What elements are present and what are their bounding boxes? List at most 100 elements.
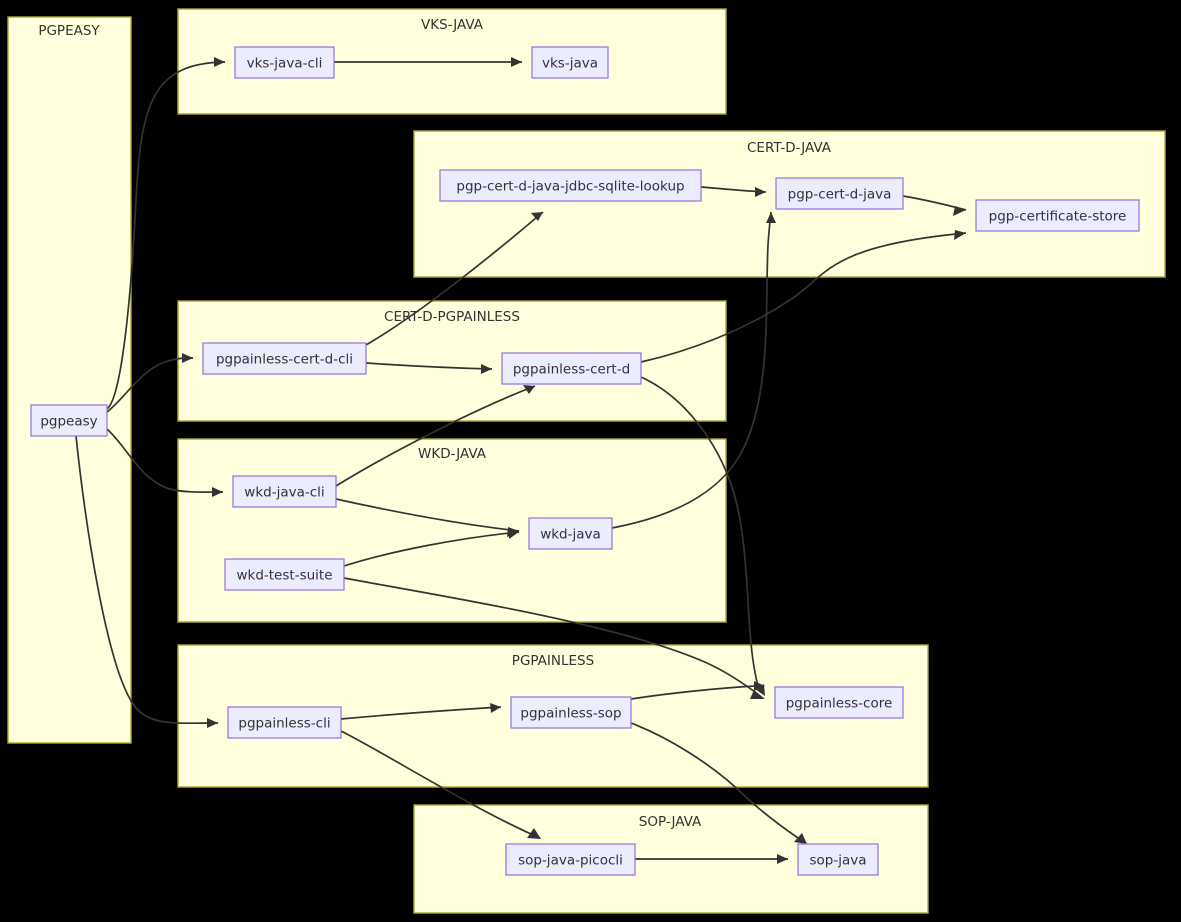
cluster-label: CERT-D-JAVA	[747, 140, 832, 156]
arrowhead-icon	[182, 353, 193, 363]
node-label: wkd-java-cli	[244, 485, 324, 501]
node-pgp_certificate_store[interactable]: pgp-certificate-store	[975, 199, 1140, 232]
edge-line	[340, 730, 532, 835]
arrowhead-icon	[212, 487, 223, 497]
arrowhead-icon	[207, 718, 218, 728]
node-pgpainless_core[interactable]: pgpainless-core	[774, 686, 904, 719]
edges-layer	[75, 57, 967, 864]
edge-wkd_test_suite-to-pgpainless_core	[343, 577, 765, 699]
node-box[interactable]	[774, 686, 904, 719]
arrowhead-icon	[954, 230, 966, 240]
node-box[interactable]	[224, 558, 345, 591]
node-box[interactable]	[775, 177, 904, 210]
node-vks_java_cli[interactable]: vks-java-cli	[234, 46, 335, 79]
node-pgpainless_cert_d[interactable]: pgpainless-cert-d	[501, 352, 642, 385]
cluster-label: PGPAINLESS	[512, 653, 594, 669]
cluster-label: WKD-JAVA	[418, 446, 487, 462]
nodes-layer: pgpeasy vks-java-cli vks-java pgp-cert-d-ja…	[30, 46, 1140, 876]
arrowhead-icon	[490, 703, 501, 713]
node-box[interactable]	[202, 342, 367, 375]
arrowhead-icon	[953, 206, 966, 216]
arrowhead-icon	[508, 529, 519, 539]
node-box[interactable]	[227, 706, 342, 739]
node-label: pgpainless-core	[786, 696, 893, 712]
edge-pgpainless_cert_d-to-pgp_certificate_store	[640, 230, 967, 363]
cluster-pgpeasy: PGPEASY	[7, 16, 132, 744]
cluster-label: PGPEASY	[38, 23, 100, 39]
node-label: pgpainless-cli	[238, 716, 330, 732]
node-pgpainless_cert_d_cli[interactable]: pgpainless-cert-d-cli	[202, 342, 367, 375]
arrowhead-icon	[794, 833, 807, 844]
edge-pgpainless_sop-to-pgpainless_core	[630, 681, 765, 700]
node-box[interactable]	[531, 46, 609, 79]
node-box[interactable]	[234, 46, 335, 79]
node-label: pgpainless-cert-d	[513, 362, 630, 378]
edge-pgp_cert_d_java-to-pgp_certificate_store	[902, 195, 967, 216]
node-box[interactable]	[439, 169, 702, 202]
node-box[interactable]	[510, 696, 632, 729]
edge-wkd_test_suite-to-wkd_java	[343, 529, 520, 567]
node-label: pgpainless-cert-d-cli	[216, 352, 353, 368]
edge-pgpeasy-to-wkd_java_cli	[106, 428, 224, 497]
edge-wkd_java-to-pgp_cert_d_java	[611, 211, 776, 529]
arrowhead-icon	[527, 828, 541, 839]
edge-pgp_cert_d_java_jdbc_sqlite_lookup-to-pgp_cert_d_java	[700, 186, 767, 197]
node-wkd_java[interactable]: wkd-java	[528, 517, 613, 550]
node-label: sop-java	[809, 853, 866, 869]
node-wkd_test_suite[interactable]: wkd-test-suite	[224, 558, 345, 591]
node-box[interactable]	[528, 517, 613, 550]
arrowhead-icon	[214, 57, 225, 67]
node-box[interactable]	[797, 843, 879, 876]
edge-line	[106, 61, 226, 410]
node-sop_java[interactable]: sop-java	[797, 843, 879, 876]
edge-wkd_java_cli-to-pgpainless_cert_d	[335, 385, 536, 487]
cluster-label: VKS-JAVA	[421, 17, 484, 33]
edge-line	[630, 685, 756, 700]
edge-line	[75, 435, 219, 725]
edge-pgpainless_cli-to-pgpainless_sop	[340, 703, 502, 720]
edge-line	[340, 706, 502, 720]
node-label: pgpainless-sop	[520, 706, 621, 722]
node-pgpainless_sop[interactable]: pgpainless-sop	[510, 696, 632, 729]
arrowhead-icon	[750, 690, 765, 699]
node-pgp_cert_d_java_jdbc_sqlite_lookup[interactable]: pgp-cert-d-java-jdbc-sqlite-lookup	[439, 169, 702, 202]
edge-line	[640, 232, 967, 363]
edge-line	[343, 531, 520, 567]
arrowhead-icon	[755, 187, 766, 197]
node-box[interactable]	[505, 843, 636, 876]
edge-pgpeasy-to-vks_java_cli	[106, 57, 226, 410]
arrowhead-icon	[531, 212, 543, 221]
arrowhead-icon	[481, 364, 492, 374]
node-label: vks-java	[542, 56, 598, 72]
edge-pgpeasy-to-pgpainless_cli	[75, 435, 219, 728]
node-box[interactable]	[232, 475, 337, 508]
node-pgpeasy[interactable]: pgpeasy	[30, 404, 108, 437]
edge-vks_java_cli-to-vks_java	[334, 57, 522, 67]
node-pgpainless_cli[interactable]: pgpainless-cli	[227, 706, 342, 739]
edge-pgpeasy-to-pgpainless_cert_d_cli	[106, 353, 194, 413]
node-pgp_cert_d_java[interactable]: pgp-cert-d-java	[775, 177, 904, 210]
arrowhead-icon	[766, 212, 776, 223]
node-label: wkd-java	[540, 527, 601, 543]
node-box[interactable]	[30, 404, 108, 437]
edge-line	[365, 362, 493, 370]
node-label: wkd-test-suite	[236, 568, 332, 584]
edge-line	[343, 577, 756, 693]
node-sop_java_picocli[interactable]: sop-java-picocli	[505, 843, 636, 876]
node-label: sop-java-picocli	[518, 853, 623, 869]
cluster-label: SOP-JAVA	[639, 814, 702, 830]
edge-line	[106, 428, 224, 493]
arrowhead-icon	[511, 57, 522, 67]
cluster-wkd_java: WKD-JAVA	[177, 438, 727, 623]
edge-line	[365, 211, 544, 346]
node-box[interactable]	[501, 352, 642, 385]
node-vks_java[interactable]: vks-java	[531, 46, 609, 79]
arrowhead-icon	[523, 385, 535, 394]
node-wkd_java_cli[interactable]: wkd-java-cli	[232, 475, 337, 508]
edge-pgpainless_cert_d_cli-to-pgp_cert_d_java_jdbc_sqlite_lookup	[365, 211, 544, 346]
node-box[interactable]	[975, 199, 1140, 232]
edge-line	[335, 385, 536, 487]
